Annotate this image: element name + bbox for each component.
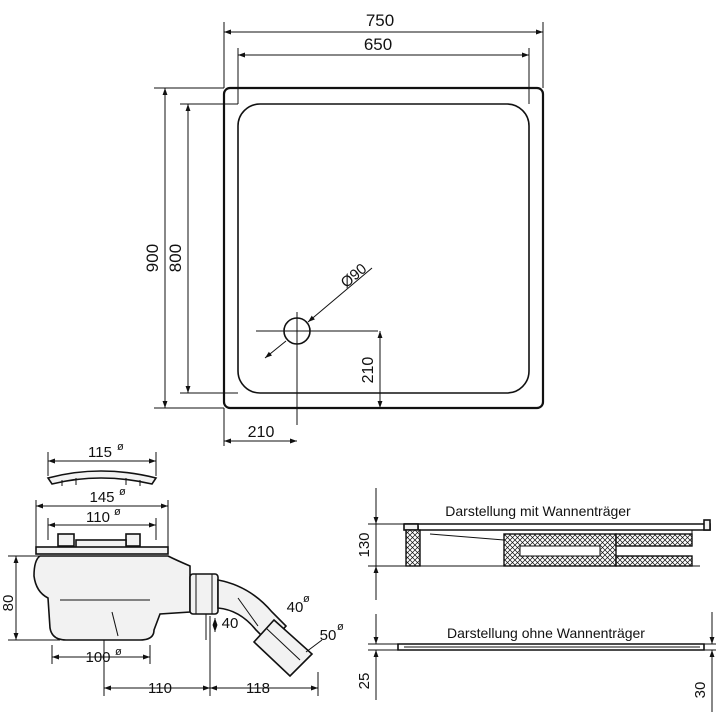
dim-bottom-dia: 100 bbox=[85, 649, 110, 666]
dim-height-left: 25 bbox=[356, 673, 373, 690]
dim-flange-dia: 145 bbox=[89, 489, 114, 506]
dim-bottom-dia-mark: ø bbox=[115, 646, 122, 658]
siphon-drawing: 115 ø 145 ø 110 ø 80 bbox=[0, 441, 344, 697]
dim-cover-dia-mark: ø bbox=[117, 441, 124, 453]
dim-body-dia-mark: ø bbox=[114, 506, 121, 518]
dim-drain-diameter: Ø90 bbox=[338, 260, 371, 291]
dim-length-118: 118 bbox=[246, 680, 270, 697]
section-views: Darstellung mit Wannenträger 130 Darstel… bbox=[356, 488, 716, 712]
siphon-flange bbox=[35, 546, 169, 555]
dim-pipe-dia-50: 50 bbox=[320, 627, 337, 644]
dim-cover-dia: 115 bbox=[88, 444, 112, 461]
dim-inner-depth: 800 bbox=[166, 244, 185, 272]
section-without-support-title: Darstellung ohne Wannenträger bbox=[447, 625, 645, 641]
dim-pipe-dia-40-mark: ø bbox=[303, 593, 310, 605]
siphon-body bbox=[33, 555, 191, 641]
section-with-support-title: Darstellung mit Wannenträger bbox=[445, 503, 631, 519]
dim-body-dia: 110 bbox=[86, 509, 110, 526]
dim-siphon-height: 80 bbox=[0, 595, 17, 612]
dim-inner-width: 650 bbox=[364, 35, 392, 54]
dim-drain-offset-x: 210 bbox=[248, 424, 275, 441]
support-block-left bbox=[405, 529, 421, 567]
dim-drain-offset-y: 210 bbox=[360, 357, 377, 384]
dim-support-height: 130 bbox=[356, 532, 373, 557]
tray-plan-view: 750 650 900 800 Ø90 210 210 bbox=[143, 11, 545, 446]
dim-spigot-height: 40 bbox=[222, 615, 239, 632]
siphon-nut bbox=[189, 573, 219, 615]
dim-height-right: 30 bbox=[692, 682, 709, 699]
dim-flange-dia-mark: ø bbox=[119, 486, 126, 498]
tray-section-with-support bbox=[404, 523, 711, 531]
support-block-right bbox=[615, 533, 693, 547]
siphon-outlet bbox=[252, 618, 314, 678]
dim-pipe-dia-50-mark: ø bbox=[337, 621, 344, 633]
dim-length-110: 110 bbox=[148, 680, 172, 697]
dim-outer-width: 750 bbox=[366, 11, 394, 30]
dim-outer-depth: 900 bbox=[143, 244, 162, 272]
tray-outer-outline bbox=[222, 86, 545, 410]
dim-pipe-dia-40: 40 bbox=[287, 599, 304, 616]
tray-inner-basin bbox=[237, 103, 530, 394]
